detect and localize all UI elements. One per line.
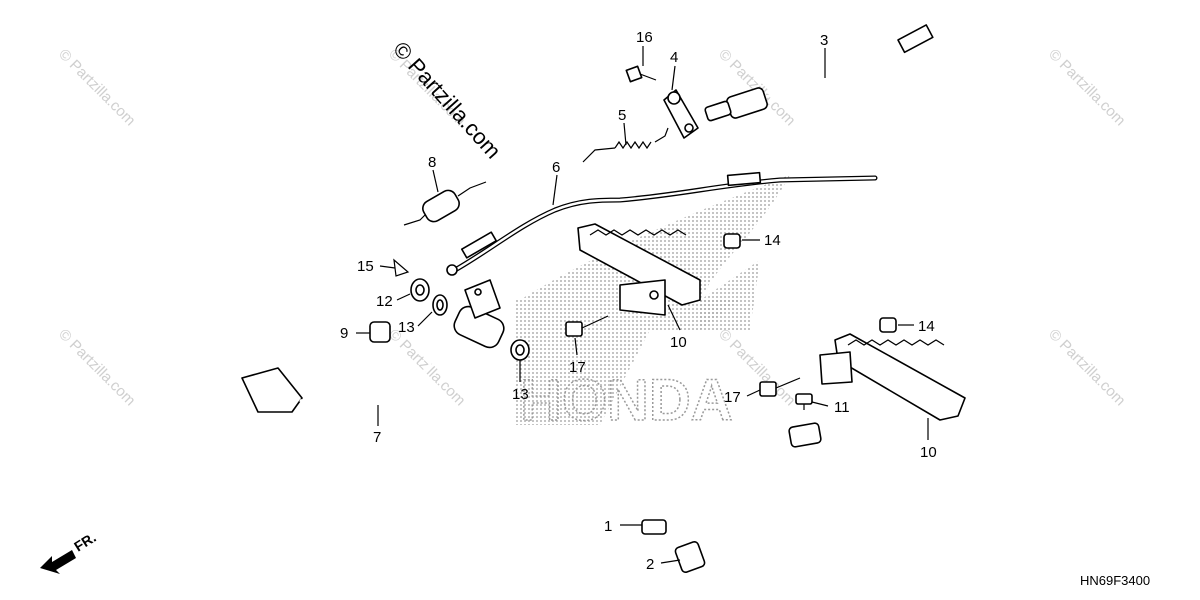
callout-9: 9 xyxy=(340,325,348,342)
part-9-nut xyxy=(369,321,391,343)
callout-5: 5 xyxy=(618,107,626,124)
callout-17: 17 xyxy=(569,359,586,376)
part-14-nut-lower xyxy=(879,317,897,333)
callout-10-b: 10 xyxy=(920,444,937,461)
callout-7: 7 xyxy=(373,429,381,446)
front-arrow-icon xyxy=(40,550,76,574)
part-1-shift-lever xyxy=(641,422,822,535)
part-13-washer-b xyxy=(510,339,530,361)
part-5-spring xyxy=(582,127,669,163)
part-14-nut-upper xyxy=(723,233,741,249)
part-8-spring xyxy=(403,181,487,226)
watermark: © Partzilla.com xyxy=(1045,326,1128,409)
callout-13: 13 xyxy=(398,319,415,336)
callout-13-b: 13 xyxy=(512,386,529,403)
callout-11: 11 xyxy=(834,399,850,416)
callout-17-b: 17 xyxy=(724,389,741,406)
part-7-brake-pedal xyxy=(241,279,505,413)
diagram-code: HN69F3400 xyxy=(1080,573,1150,588)
watermark: © Partzilla.com xyxy=(55,326,138,409)
part-16-bolt xyxy=(625,65,657,83)
front-indicator: FR. xyxy=(40,529,99,574)
part-17-bolt-upper xyxy=(565,315,609,337)
leader-lines xyxy=(356,46,929,564)
part-2-shift-rubber xyxy=(674,541,706,573)
honda-logo-text: HONDA xyxy=(520,368,733,433)
part-13-washer xyxy=(432,294,448,316)
part-15-cotter-pin xyxy=(393,258,410,277)
watermark: © Partzilla.com xyxy=(1045,46,1128,129)
callout-10: 10 xyxy=(670,334,687,351)
front-label: FR. xyxy=(71,529,99,555)
part-12-washer xyxy=(410,278,430,302)
part-6-brake-cable xyxy=(446,171,878,276)
callout-14-b: 14 xyxy=(918,318,935,335)
honda-wing-logo: HONDA xyxy=(515,175,790,434)
callout-4: 4 xyxy=(670,49,678,66)
copyright-text: © Partzilla.com xyxy=(388,37,506,164)
callout-15: 15 xyxy=(357,258,374,275)
watermark: © Partzilla.com xyxy=(55,46,138,129)
callout-6: 6 xyxy=(552,159,560,176)
callout-8: 8 xyxy=(428,154,436,171)
part-10-footpeg-left xyxy=(577,223,701,316)
part-11-bolt xyxy=(795,393,813,410)
part-4-bracket xyxy=(663,89,699,139)
callout-labels: 16 4 3 5 8 6 14 15 12 13 9 10 17 13 7 14… xyxy=(340,29,937,573)
callout-12: 12 xyxy=(376,293,393,310)
callout-14: 14 xyxy=(764,232,781,249)
callout-3: 3 xyxy=(820,32,828,49)
callout-16: 16 xyxy=(636,29,653,46)
part-10-footpeg-right xyxy=(819,333,966,421)
callout-1: 1 xyxy=(604,518,612,535)
part-3-cable-switch xyxy=(704,24,934,122)
part-17-bolt-lower xyxy=(759,377,801,397)
callout-2: 2 xyxy=(646,556,654,573)
